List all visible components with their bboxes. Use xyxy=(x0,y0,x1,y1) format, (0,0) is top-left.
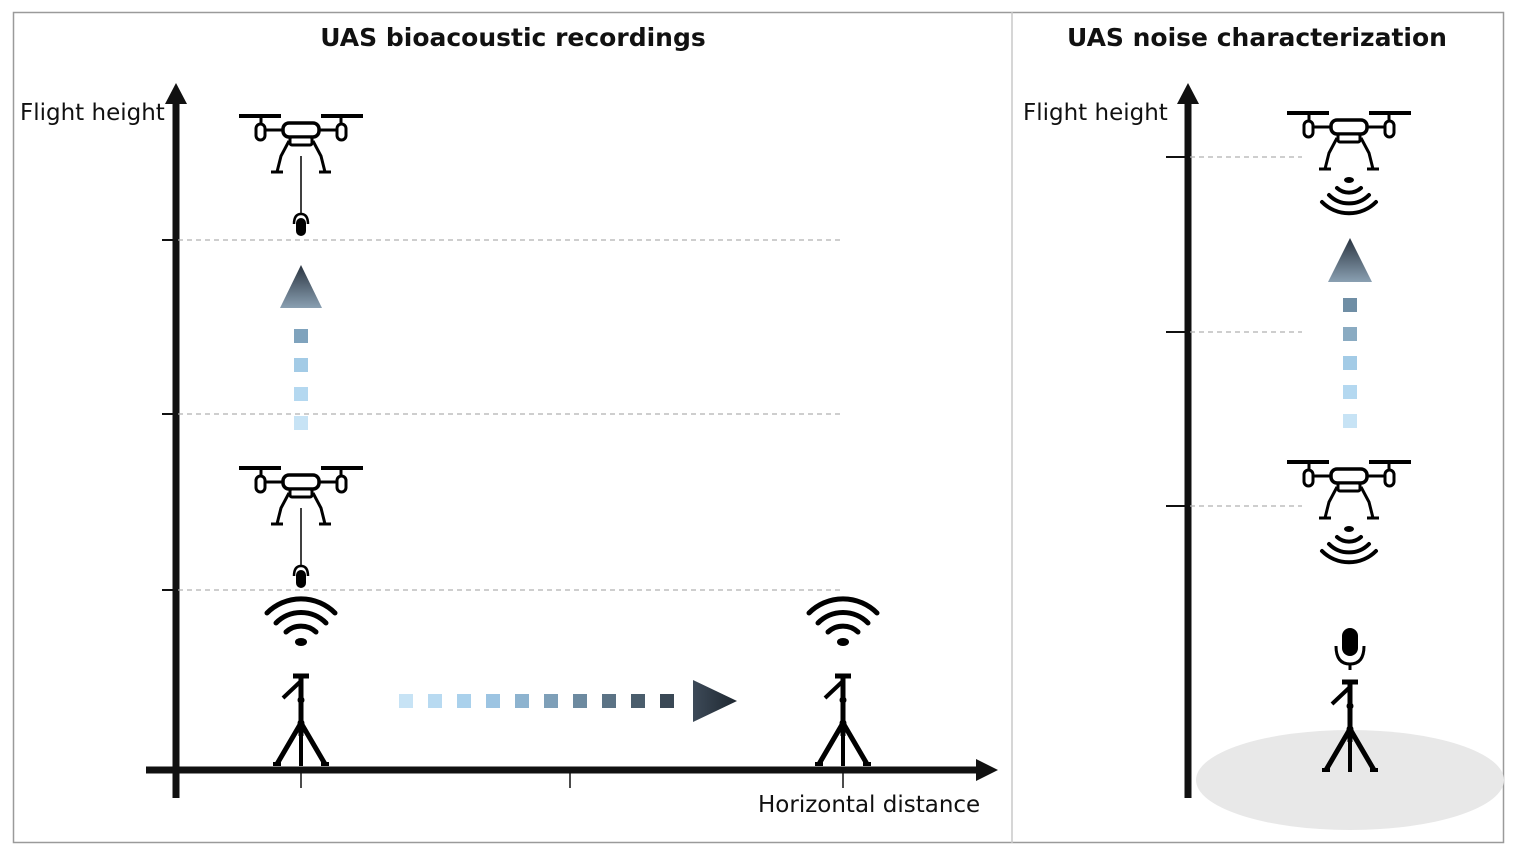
right-y-axis-label: Flight height xyxy=(1023,100,1168,126)
left-x-axis-label: Horizontal distance xyxy=(758,792,980,818)
progress-arrow-icon xyxy=(399,680,737,722)
microphone-icon xyxy=(292,154,310,238)
left-panel-title: UAS bioacoustic recordings xyxy=(320,23,705,52)
drone-icon xyxy=(1285,111,1413,171)
drone-icon xyxy=(1285,460,1413,520)
left-guide-lines xyxy=(178,239,843,591)
ground-area xyxy=(1196,730,1504,830)
right-panel-title: UAS noise characterization xyxy=(1067,23,1447,52)
microphone-icon xyxy=(1334,626,1366,672)
left-x-axis xyxy=(146,759,998,788)
outer-frame xyxy=(12,11,1505,844)
right-panel: UAS noise characterization Flight height xyxy=(1023,23,1504,830)
right-y-axis xyxy=(1166,83,1199,798)
left-panel: UAS bioacoustic recordings Flight height… xyxy=(20,23,998,818)
tripod-icon xyxy=(1322,682,1378,772)
sound-wave-icon xyxy=(1320,524,1378,565)
sound-wave-icon xyxy=(809,599,877,646)
sound-wave-icon xyxy=(267,599,335,646)
tripod-icon xyxy=(273,676,329,766)
progress-arrow-icon xyxy=(1328,238,1372,428)
tripod-icon xyxy=(815,676,871,766)
microphone-icon xyxy=(292,506,310,590)
left-y-axis-label: Flight height xyxy=(20,100,165,126)
sound-wave-icon xyxy=(1320,175,1378,216)
right-guide-lines xyxy=(1190,156,1302,507)
progress-arrow-icon xyxy=(280,265,322,430)
left-y-axis xyxy=(162,83,187,798)
